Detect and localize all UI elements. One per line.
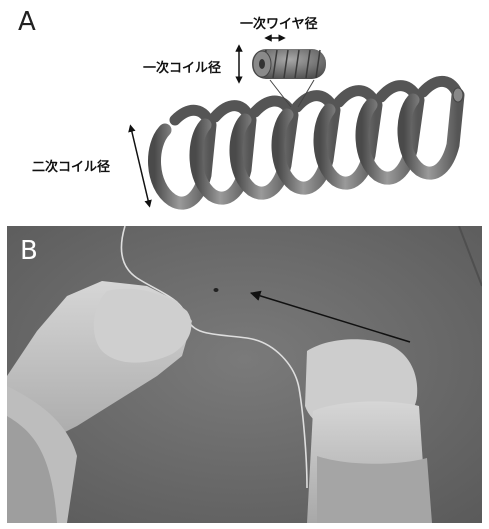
small-spot [214, 288, 219, 292]
primary-wire-diameter-label: 一次ワイヤ径 [240, 13, 318, 32]
secondary-coil-diameter-arrow [131, 128, 149, 204]
coil-diagram [0, 0, 489, 226]
secondary-coil-diameter-label: 二次コイル径 [32, 156, 110, 175]
panel-b-letter: B [20, 236, 38, 266]
primary-coil-diameter-label: 一次コイル径 [143, 57, 221, 76]
primary-coil-inset [252, 49, 326, 79]
panel-a-letter: A [18, 7, 36, 37]
secondary-coil [155, 81, 463, 203]
procedure-photo [7, 226, 482, 523]
